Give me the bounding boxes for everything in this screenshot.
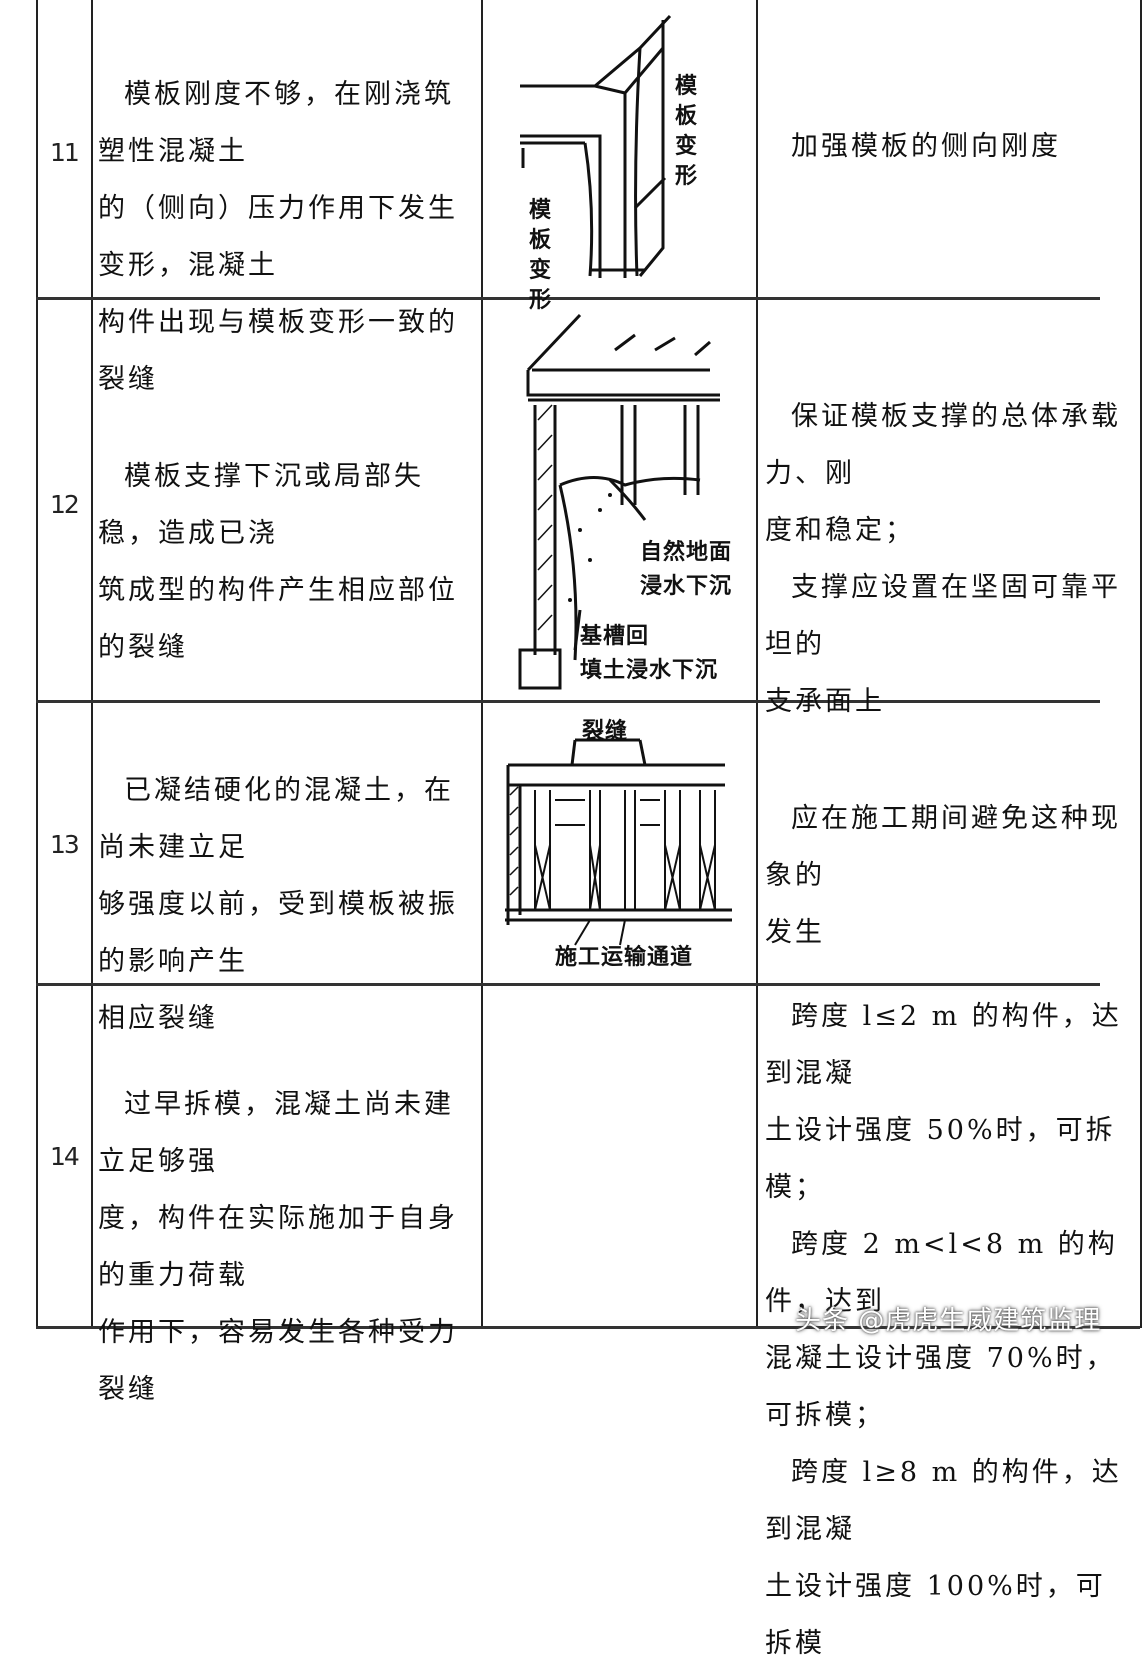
cause-line: 已凝结硬化的混凝土，在尚未建立足 — [98, 775, 454, 863]
measure-line: 发生 — [765, 917, 825, 948]
cause-line: 模板刚度不够，在刚浇筑塑性混凝土 — [98, 79, 454, 167]
figure-label: 自然地面 — [640, 540, 733, 565]
cause-text: 过早拆模，混凝土尚未建立足够强 度，构件在实际施加于自身的重力荷载 作用下，容易… — [98, 1076, 478, 1418]
cause-text: 模板刚度不够，在刚浇筑塑性混凝土 的（侧向）压力作用下发生变形，混凝土 构件出现… — [98, 66, 478, 408]
figure-label: 施工运输通道 — [555, 945, 694, 970]
cause-text: 已凝结硬化的混凝土，在尚未建立足 够强度以前，受到模板被振的影响产生 相应裂缝 — [98, 762, 478, 1047]
cause-line: 度，构件在实际施加于自身的重力荷载 — [98, 1203, 458, 1291]
measure-text: 应在施工期间避免这种现象的 发生 — [765, 790, 1135, 961]
measure-line: 土设计强度 50%时，可拆模； — [765, 1115, 1116, 1203]
cause-text: 模板支撑下沉或局部失稳，造成已浇 筑成型的构件产生相应部位的裂缝 — [98, 448, 478, 676]
defect-table: 11 模板刚度不够，在刚浇筑塑性混凝土 的（侧向）压力作用下发生变形，混凝土 构… — [36, 0, 1142, 1659]
figure-label: 模板变形 — [529, 198, 553, 313]
figure-label: 裂缝 — [582, 719, 629, 744]
measure-line: 度和稳定； — [765, 515, 915, 546]
row-number: 12 — [50, 490, 80, 519]
figure-label: 模板变形 — [675, 74, 699, 189]
support-settlement-figure: 自然地面 浸水下沉 基槽回 填土浸水下沉 — [510, 310, 745, 695]
cause-line: 够强度以前，受到模板被振的影响产生 — [98, 889, 458, 977]
cause-line: 构件出现与模板变形一致的裂缝 — [98, 307, 458, 395]
cause-line: 过早拆模，混凝土尚未建立足够强 — [98, 1089, 454, 1177]
measure-line: 跨度 l≥8 m 的构件，达到混凝 — [765, 1457, 1122, 1545]
cause-line: 模板支撑下沉或局部失稳，造成已浇 — [98, 461, 424, 549]
row-number: 11 — [50, 138, 80, 167]
cause-line: 筑成型的构件产生相应部位的裂缝 — [98, 575, 458, 663]
figure-label: 基槽回 — [580, 624, 650, 649]
measure-line: 应在施工期间避免这种现象的 — [765, 803, 1121, 891]
cause-line: 的（侧向）压力作用下发生变形，混凝土 — [98, 193, 458, 281]
grid-line — [481, 0, 483, 1328]
watermark: 头条 @虎虎生威建筑监理 — [795, 1306, 1102, 1336]
figure-label: 填土浸水下沉 — [580, 658, 719, 683]
grid-line — [36, 700, 1100, 703]
measure-line: 混凝土设计强度 70%时，可拆模； — [765, 1343, 1116, 1431]
measure-line: 土设计强度 100%时，可拆模 — [765, 1571, 1106, 1659]
measure-line: 支承面上 — [765, 686, 885, 717]
row-number: 13 — [50, 830, 80, 859]
grid-line — [1140, 0, 1142, 1328]
grid-line — [36, 297, 1100, 300]
grid-line — [36, 0, 38, 1328]
measure-line: 跨度 l≤2 m 的构件，达到混凝 — [765, 1001, 1122, 1089]
row-number: 14 — [50, 1142, 80, 1171]
grid-line — [91, 0, 93, 1328]
cause-line: 相应裂缝 — [98, 1003, 218, 1034]
measure-text: 保证模板支撑的总体承载力、刚 度和稳定； 支撑应设置在坚固可靠平坦的 支承面上 — [765, 388, 1135, 730]
measure-text: 加强模板的侧向刚度 — [765, 118, 1135, 175]
grid-line — [36, 983, 1100, 986]
measure-line: 跨度 2 m<l<8 m 的构件，达到 — [765, 1229, 1118, 1317]
figure-label: 浸水下沉 — [640, 574, 733, 599]
formwork-deformation-figure: 模板变形 模板变形 — [515, 8, 745, 313]
grid-line — [36, 1326, 1140, 1329]
measure-line: 加强模板的侧向刚度 — [791, 131, 1061, 162]
grid-line — [756, 0, 758, 1328]
vibration-crack-figure: 裂缝 施工运输通道 — [500, 715, 740, 975]
cause-line: 作用下，容易发生各种受力裂缝 — [98, 1317, 458, 1405]
measure-line: 支撑应设置在坚固可靠平坦的 — [765, 572, 1121, 660]
measure-line: 保证模板支撑的总体承载力、刚 — [765, 401, 1121, 489]
